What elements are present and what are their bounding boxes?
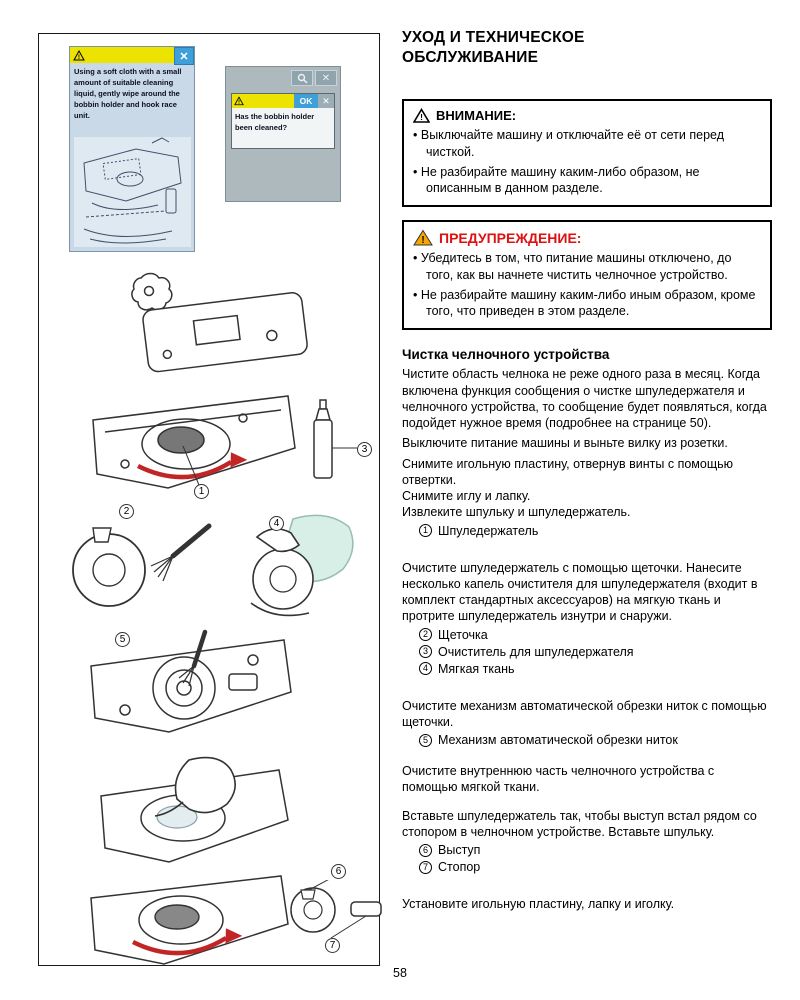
close-icon: ✕ [318, 94, 334, 108]
figure-callout-6: 6 [331, 864, 346, 879]
callout-number-2: 2 [419, 628, 432, 642]
close-icon: ✕ [174, 47, 194, 65]
figure-callout-7: 7 [325, 938, 340, 953]
lcd-dialog-header: ! OK ✕ [232, 94, 334, 108]
warning-bullet-2: Не разбирайте машину каким-либо иным обр… [413, 287, 761, 320]
callout-label-4: Мягкая ткань [438, 661, 515, 676]
page-number: 58 [393, 966, 407, 980]
callout-number-3: 3 [419, 645, 432, 659]
stopper [350, 901, 382, 917]
zoom-icon [291, 70, 313, 86]
dialog-warning-strip: ! [232, 94, 294, 108]
bobbin-holder-brush-illustration [72, 523, 212, 607]
hand [174, 756, 236, 814]
bobbin-holder [154, 904, 200, 930]
projection-tab [300, 889, 316, 900]
callout-number-7: 7 [419, 860, 432, 874]
callout-number-4: 4 [419, 662, 432, 676]
callout-label-2: Щеточка [438, 627, 488, 642]
wipe-hook-race-illustration [100, 756, 289, 863]
red-arrow [136, 460, 233, 480]
svg-text:!: ! [420, 112, 423, 122]
caution-triangle-icon: ! [413, 108, 430, 124]
dialog-message: Has the bobbin holder been cleaned? [235, 112, 315, 132]
callout-cleaner: 3 Очиститель для шпуледержателя [419, 645, 772, 659]
figure-callout-1: 1 [194, 484, 209, 499]
lcd-screen-cleaning-instruction: ! ✕ Using a soft cloth with a small amou… [69, 46, 195, 252]
caution-box: ! ВНИМАНИЕ: Выключайте машину и отключай… [402, 99, 772, 208]
callout-label-5: Механизм автоматической обрезки ниток [438, 733, 678, 748]
figure-callout-3: 3 [357, 442, 372, 457]
page-title-line2: ОБСЛУЖИВАНИЕ [402, 49, 539, 67]
warning-bullet-1: Убедитесь в том, что питание машины откл… [413, 250, 761, 283]
figure-callout-5: 5 [115, 632, 130, 647]
warning-triangle-icon: ! [73, 49, 85, 61]
red-arrow [131, 936, 228, 956]
svg-text:!: ! [78, 54, 80, 61]
para-clean-cutter: Очистите механизм автоматической обрезки… [402, 698, 767, 729]
para-reinsert-holder: Вставьте шпуледержатель так, чтобы высту… [402, 808, 757, 839]
page-title-line1: УХОД И ТЕХНИЧЕСКОЕ [402, 29, 585, 46]
callout-number-5: 5 [419, 733, 432, 747]
bobbin-holder [157, 426, 205, 454]
figure-panel: ! ✕ Using a soft cloth with a small amou… [38, 33, 382, 966]
text-column: УХОД И ТЕХНИЧЕСКОЕ ОБСЛУЖИВАНИЕ ! ВНИМАН… [402, 28, 772, 912]
ok-button: OK [294, 94, 318, 108]
close-icon: ✕ [315, 70, 337, 86]
thread-cutter-mechanism-illustration [90, 629, 292, 733]
caution-bullet-1: Выключайте машину и отключайте её от сет… [413, 127, 761, 160]
para-clean-interval: Чистите область челнока не реже одного р… [402, 367, 767, 431]
warning-title: ПРЕДУПРЕЖДЕНИЕ: [439, 229, 582, 246]
hook-race-open-illustration [92, 395, 296, 491]
svg-text:!: ! [421, 235, 424, 246]
callout-label-7: Стопор [438, 860, 481, 875]
warning-box: ! ПРЕДУПРЕЖДЕНИЕ: Убедитесь в том, что п… [402, 220, 772, 331]
callout-number-1: 1 [419, 524, 432, 538]
warning-triangle-icon: ! [413, 229, 433, 246]
cleaner-tube-illustration [313, 399, 359, 479]
svg-text:!: ! [238, 100, 240, 106]
para-clean-race: Очистите внутреннюю часть челночного уст… [402, 764, 715, 795]
callout-cutter-mechanism: 5 Механизм автоматической обрезки ниток [419, 733, 772, 747]
callout-soft-cloth: 4 Мягкая ткань [419, 662, 772, 676]
warning-triangle-icon: ! [234, 96, 244, 106]
callout-number-6: 6 [419, 843, 432, 857]
para-remove-plate: Снимите игольную пластину, отвернув винт… [402, 456, 734, 487]
caution-title-row: ! ВНИМАНИЕ: [413, 108, 761, 123]
lcd-dialog: ! OK ✕ Has the bobbin holder been cleane… [231, 93, 335, 149]
warning-title-row: ! ПРЕДУПРЕЖДЕНИЕ: [413, 229, 761, 246]
para-remove-needle-foot: Снимите иглу и лапку. [402, 489, 531, 504]
callout-brush: 2 Щеточка [419, 628, 772, 642]
lcd-warning-bar: ! [70, 47, 174, 63]
callout-stopper: 7 Стопор [419, 860, 772, 874]
projection-stopper-inset [290, 880, 382, 938]
callout-label-1: Шпуледержатель [438, 523, 539, 538]
lcd-message-text: Using a soft cloth with a small amount o… [74, 67, 182, 120]
para-unplug: Выключите питание машины и выньте вилку … [402, 436, 728, 451]
figure-callout-2: 2 [119, 504, 134, 519]
callout-bobbin-holder: 1 Шпуледержатель [419, 524, 772, 538]
callout-label-3: Очиститель для шпуледержателя [438, 644, 634, 659]
para-remove-bobbin: Извлеките шпульку и шпуледержатель. [402, 505, 631, 520]
lcd-screen-confirmation: ✕ ! OK ✕ Has the bobbin holder been clea… [225, 66, 341, 202]
para-clean-holder: Очистите шпуледержатель с помощью щеточк… [402, 560, 758, 624]
para-reinstall: Установите игольную пластину, лапку и иг… [402, 897, 675, 912]
lcd-cleaning-diagram [74, 137, 191, 247]
figure-callout-4: 4 [269, 516, 284, 531]
page-title: УХОД И ТЕХНИЧЕСКОЕ ОБСЛУЖИВАНИЕ [402, 28, 772, 68]
section-heading: Чистка челночного устройства [402, 347, 610, 363]
cloth-wipe-holder-illustration [250, 514, 354, 617]
reinsert-holder-illustration [90, 875, 289, 965]
callout-label-6: Выступ [438, 843, 481, 858]
brush-handle [170, 523, 212, 559]
lcd-corner-buttons: ✕ [291, 70, 337, 86]
caution-title: ВНИМАНИЕ: [436, 108, 517, 124]
caution-bullet-2: Не разбирайте машину каким-либо образом,… [413, 164, 761, 197]
brush-handle [191, 629, 208, 669]
callout-projection: 6 Выступ [419, 843, 772, 857]
needle-plate-illustration [131, 272, 308, 373]
